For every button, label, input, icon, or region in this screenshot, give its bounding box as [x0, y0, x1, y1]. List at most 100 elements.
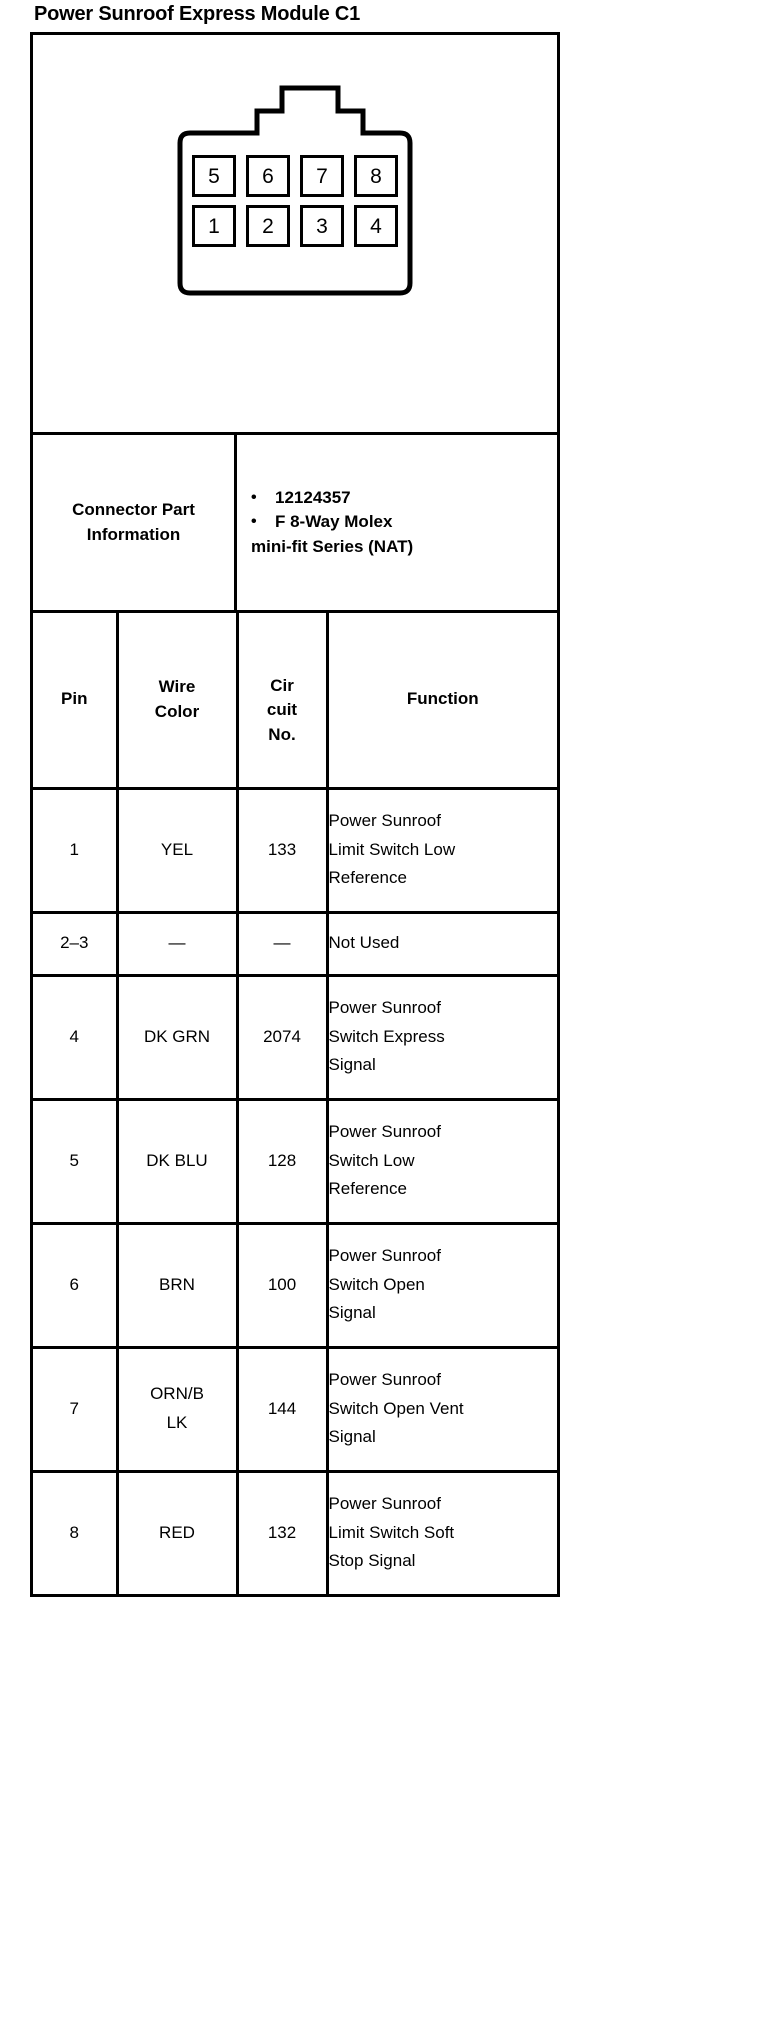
function-line: Signal [328, 1055, 376, 1075]
connector-part-information-label: Connector Part Information [72, 499, 195, 544]
cell-pin: 8 [33, 1471, 119, 1597]
cell-wire-color: — [117, 912, 239, 977]
connector-part-description-line-1: F 8-Way Molex [275, 512, 393, 532]
column-header-wire-color: Wire Color [117, 613, 239, 790]
connector-part-description-wrap: mini-fit Series (NAT) [251, 535, 547, 560]
pin-box-4[interactable]: 4 [354, 205, 398, 247]
connector-part-bullet-2: • F 8-Way Molex [251, 510, 547, 535]
page-title-bar: Power Sunroof Express Module C1 [0, 0, 768, 32]
wire-color-line: DK GRN [143, 1026, 211, 1046]
circuit-header-line-3: No. [268, 725, 296, 745]
cell-function: Not Used [327, 912, 557, 977]
function-line: Power Sunroof [328, 1370, 441, 1390]
connector-frame: 5 6 7 8 1 2 3 4 Connector Part Infor [30, 32, 560, 1597]
wire-color-line: DK BLU [146, 1150, 208, 1170]
cell-pin: 6 [33, 1223, 119, 1349]
circuit-header-line-2: cuit [266, 700, 298, 720]
function-line: Switch Express [328, 1026, 445, 1046]
wire-color-line: BRN [159, 1274, 195, 1294]
function-line: Reference [328, 1179, 407, 1199]
column-header-pin: Pin [33, 613, 119, 790]
cell-circuit-no: 2074 [237, 975, 329, 1101]
pin-row-bottom: 1 2 3 4 [192, 205, 398, 247]
function-line: Power Sunroof [328, 1494, 441, 1514]
pin-table-header-row: Pin Wire Color Cir cuit No. Function [33, 613, 557, 790]
function-line: Signal [328, 1303, 376, 1323]
wire-color-line: RED [159, 1522, 195, 1542]
column-header-function: Function [327, 613, 557, 790]
function-line: Switch Open [328, 1274, 425, 1294]
connector-part-information-value-cell: • 12124357 • F 8-Way Molex mini-fit Seri… [237, 435, 557, 610]
wire-color-header-line-1: Wire [158, 677, 196, 697]
cell-wire-color: RED [117, 1471, 239, 1597]
wire-color-line: — [168, 933, 186, 953]
function-line: Reference [328, 868, 407, 888]
cell-pin: 1 [33, 788, 119, 914]
wire-color-line: YEL [160, 839, 194, 859]
function-line: Power Sunroof [328, 998, 441, 1018]
function-line: Signal [328, 1427, 376, 1447]
pin-row-top: 5 6 7 8 [192, 155, 398, 197]
cell-circuit-no: 144 [237, 1347, 329, 1473]
pin-box-5[interactable]: 5 [192, 155, 236, 197]
connector-shell-svg [177, 85, 413, 296]
pin-box-6[interactable]: 6 [246, 155, 290, 197]
pin-grid: 5 6 7 8 1 2 3 4 [192, 155, 398, 255]
column-header-circuit-no: Cir cuit No. [237, 613, 329, 790]
cell-circuit-no: 132 [237, 1471, 329, 1597]
function-line: Power Sunroof [328, 1122, 441, 1142]
cell-circuit-no: 100 [237, 1223, 329, 1349]
circuit-header-line-1: Cir [270, 675, 294, 695]
connector-diagram: 5 6 7 8 1 2 3 4 [33, 35, 557, 435]
bullet-dot-icon: • [251, 488, 257, 506]
connector-part-number: 12124357 [275, 487, 351, 507]
function-line: Stop Signal [328, 1551, 416, 1571]
connector-part-description-line-2: mini-fit Series (NAT) [251, 536, 414, 556]
cell-circuit-no: — [237, 912, 329, 977]
cell-circuit-no: 128 [237, 1099, 329, 1225]
cell-pin: 5 [33, 1099, 119, 1225]
function-line: Limit Switch Low [328, 839, 456, 859]
cell-wire-color: BRN [117, 1223, 239, 1349]
cell-pin: 7 [33, 1347, 119, 1473]
function-line: Power Sunroof [328, 811, 441, 831]
table-row: 2–3——Not Used [33, 912, 557, 977]
pin-box-7[interactable]: 7 [300, 155, 344, 197]
bullet-dot-icon: • [251, 513, 257, 531]
connector-part-information-label-cell: Connector Part Information [33, 435, 237, 610]
connector-part-information-row: Connector Part Information • 12124357 • … [33, 435, 557, 613]
pin-box-3[interactable]: 3 [300, 205, 344, 247]
connector-part-bullet-1: • 12124357 [251, 486, 547, 511]
cell-pin: 4 [33, 975, 119, 1101]
cell-circuit-no: 133 [237, 788, 329, 914]
wire-color-header-line-2: Color [154, 701, 200, 721]
pin-table-head: Pin Wire Color Cir cuit No. Function [33, 613, 557, 790]
connector-detail-page: Power Sunroof Express Module C1 5 6 7 8 … [0, 0, 768, 1597]
pin-box-1[interactable]: 1 [192, 205, 236, 247]
cell-pin: 2–3 [33, 912, 119, 977]
cell-wire-color: DK GRN [117, 975, 239, 1101]
cell-wire-color: YEL [117, 788, 239, 914]
page-title: Power Sunroof Express Module C1 [34, 3, 361, 25]
cell-wire-color: DK BLU [117, 1099, 239, 1225]
function-line: Switch Open Vent [328, 1398, 464, 1418]
pin-box-8[interactable]: 8 [354, 155, 398, 197]
function-line: Switch Low [328, 1150, 415, 1170]
pin-box-2[interactable]: 2 [246, 205, 290, 247]
wire-color-line: ORN/B [150, 1384, 204, 1404]
function-line: Limit Switch Soft [328, 1522, 455, 1542]
